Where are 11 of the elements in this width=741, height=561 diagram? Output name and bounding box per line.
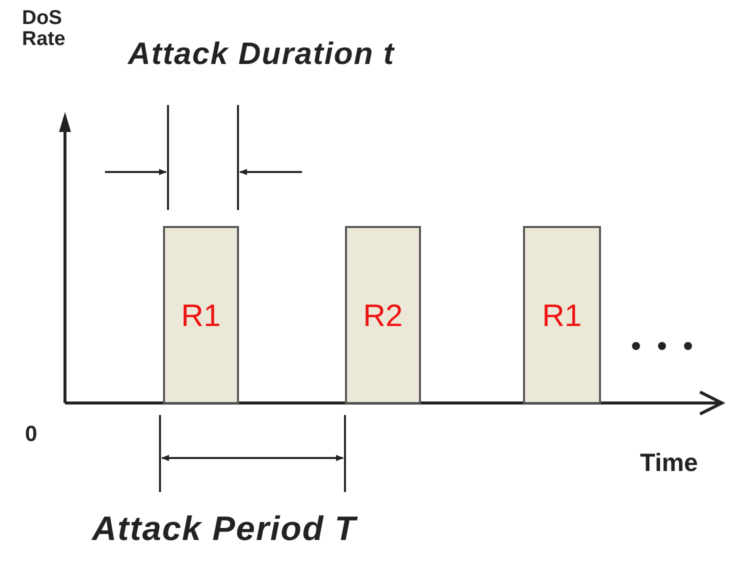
- axis-title: Time: [640, 450, 698, 476]
- bar-label: R2: [363, 300, 403, 330]
- pulse-bar: [523, 226, 601, 404]
- pulse-bar: [345, 226, 421, 404]
- bar-label: R1: [181, 300, 221, 330]
- bar-label: R1: [542, 300, 582, 330]
- axis-tick-label: 0: [25, 422, 38, 446]
- dimension-label: Attack Period T: [92, 512, 356, 548]
- dimension-label: Attack Duration t: [128, 38, 395, 71]
- pulse-bar: [163, 226, 239, 404]
- axis-title: DoS Rate: [22, 8, 66, 50]
